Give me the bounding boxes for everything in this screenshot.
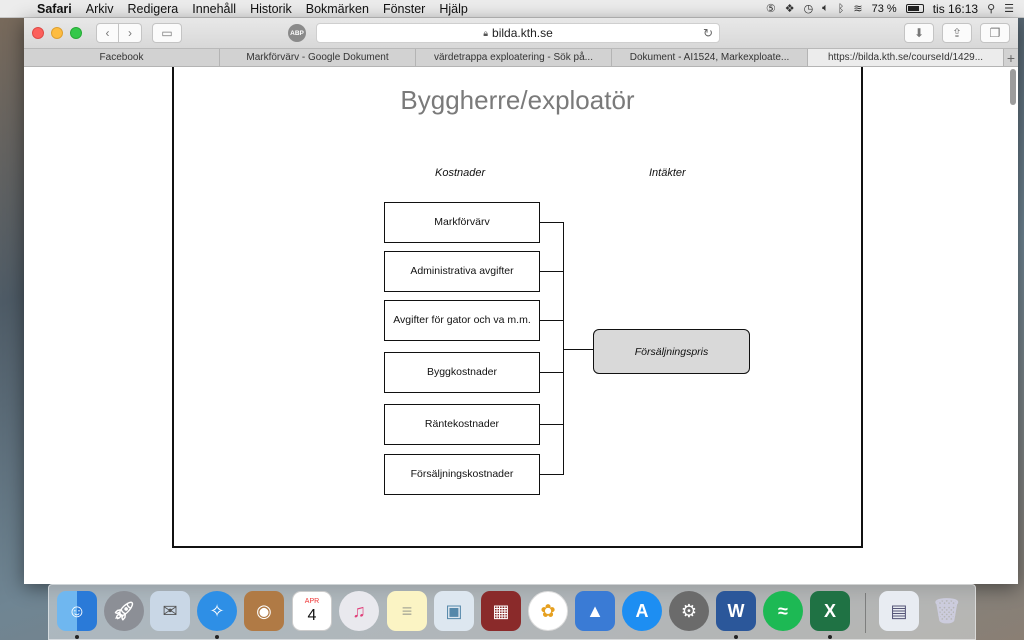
spotlight-search-icon[interactable]: ⚲ (987, 3, 996, 15)
back-button[interactable]: ‹ (96, 23, 119, 43)
tab-bar: Facebook Markförvärv - Google Dokument v… (24, 48, 1018, 67)
address-bar[interactable]: 🔒︎ bilda.kth.se ↻ (316, 23, 720, 43)
calendar-month: APR (304, 597, 320, 605)
slide: Byggherre/exploatör Kostnader Intäkter M… (172, 67, 863, 548)
app-store-icon[interactable]: A (622, 591, 662, 631)
forward-button[interactable]: › (119, 23, 142, 43)
excel-icon[interactable]: X (810, 591, 850, 631)
minimize-window-button[interactable] (51, 27, 63, 39)
notes-icon[interactable]: ≡ (387, 591, 427, 631)
menu-innehall[interactable]: Innehåll (192, 1, 237, 16)
lock-icon: 🔒︎ (483, 27, 489, 38)
tab-bilda-active[interactable]: https://bilda.kth.se/courseId/1429... (808, 49, 1004, 66)
slide-title: Byggherre/exploatör (400, 85, 635, 115)
html5-icon[interactable]: ⑤ (765, 3, 776, 15)
battery-icon[interactable] (905, 4, 924, 13)
connector-to-price (563, 349, 593, 350)
sidebar-toggle-button[interactable]: ▭ (152, 23, 182, 43)
tab-dokument[interactable]: Dokument - AI1524, Markexploate... (612, 49, 808, 66)
trash-icon[interactable]: 🗑︎ (931, 597, 963, 625)
connector-line (540, 222, 564, 223)
safari-icon[interactable]: ✧ (197, 591, 237, 631)
new-tab-button[interactable]: + (1006, 49, 1016, 66)
vertical-connector (563, 222, 564, 475)
tab-facebook[interactable]: Facebook (24, 49, 220, 66)
running-indicator (215, 635, 219, 639)
photo-booth-icon[interactable]: ▦ (481, 591, 521, 631)
menu-arkiv[interactable]: Arkiv (85, 1, 114, 16)
safari-window: ‹ › ▭ ABP 🔒︎ bilda.kth.se ↻ ⬇ ⇪ ❐ Facebo… (24, 18, 1018, 584)
connector-line (540, 372, 564, 373)
dropbox-icon[interactable]: ❖ (784, 3, 795, 15)
downloads-button[interactable]: ⬇ (904, 23, 934, 43)
income-box-forsaljningspris: Försäljningspris (593, 329, 750, 374)
window-controls (32, 27, 82, 39)
cost-box-rantekostnader: Räntekostnader (384, 404, 540, 445)
menu-app-name[interactable]: Safari (37, 1, 72, 16)
toolbar-right: ⬇ ⇪ ❐ (904, 23, 1010, 43)
battery-percent: 73 % (871, 2, 897, 15)
running-indicator (734, 635, 738, 639)
itunes-icon[interactable]: ♫ (339, 591, 379, 631)
bluetooth-icon[interactable]: ᛒ (837, 2, 845, 15)
adblock-icon[interactable]: ABP (288, 24, 306, 42)
costs-label: Kostnader (435, 167, 486, 179)
connector-line (540, 424, 564, 425)
system-preferences-icon[interactable]: ⚙ (669, 591, 709, 631)
vertical-scrollbar[interactable] (1010, 69, 1016, 105)
income-label: Intäkter (649, 167, 686, 179)
menu-fonster[interactable]: Fönster (382, 1, 426, 16)
dock: ☺ 🚀︎ ✉ ✧ ◉ APR 4 ♫ ≡ ▣ ▦ ✿ ▲ A ⚙ W ≈ X ▤… (48, 584, 976, 640)
cost-box-forsaljningskostnader: Försäljningskostnader (384, 454, 540, 495)
menu-hjalp[interactable]: Hjälp (439, 1, 468, 16)
launchpad-icon[interactable]: 🚀︎ (104, 591, 144, 631)
dock-separator (865, 593, 866, 633)
menu-bar: Safari Arkiv Redigera Innehåll Historik … (0, 0, 1024, 18)
browser-toolbar: ‹ › ▭ ABP 🔒︎ bilda.kth.se ↻ ⬇ ⇪ ❐ (24, 18, 1018, 48)
menu-bokmarken[interactable]: Bokmärken (305, 1, 369, 16)
close-window-button[interactable] (32, 27, 44, 39)
cost-box-markforvarv: Markförvärv (384, 202, 540, 243)
reload-icon[interactable]: ↻ (702, 26, 713, 40)
calendar-icon[interactable]: APR 4 (292, 591, 332, 631)
connector-line (540, 320, 564, 321)
zoom-window-button[interactable] (70, 27, 82, 39)
notification-center-icon[interactable]: ☰ (1004, 3, 1014, 15)
tab-overview-button[interactable]: ❐ (980, 23, 1010, 43)
connector-line (540, 271, 564, 272)
cost-box-avgifter-gator: Avgifter för gator och va m.m. (384, 300, 540, 341)
status-area: ⑤ ❖ ◷ 🔈︎ ᛒ ≋ 73 % tis 16:13 ⚲ ☰ (766, 2, 1024, 16)
nav-buttons: ‹ › (96, 23, 142, 43)
wifi-icon[interactable]: ≋ (853, 3, 863, 15)
cost-box-byggkostnader: Byggkostnader (384, 352, 540, 393)
spotify-icon[interactable]: ≈ (763, 591, 803, 631)
time-machine-icon[interactable]: ◷ (803, 3, 814, 15)
finder-icon[interactable]: ☺ (57, 591, 97, 631)
photos-icon[interactable]: ✿ (528, 591, 568, 631)
menu-historik[interactable]: Historik (250, 1, 292, 16)
tab-markforvarv[interactable]: Markförvärv - Google Dokument (220, 49, 416, 66)
share-button[interactable]: ⇪ (942, 23, 972, 43)
mail-icon[interactable]: ✉ (150, 591, 190, 631)
running-indicator (75, 635, 79, 639)
contacts-icon[interactable]: ◉ (244, 591, 284, 631)
clock[interactable]: tis 16:13 (932, 1, 979, 16)
cost-box-administrativa: Administrativa avgifter (384, 251, 540, 292)
running-indicator (828, 635, 832, 639)
volume-icon[interactable]: 🔈︎ (822, 2, 829, 14)
url-text: bilda.kth.se (492, 26, 553, 40)
calendar-day: 4 (307, 606, 317, 624)
menu-redigera[interactable]: Redigera (127, 1, 179, 16)
tab-vardetrappa[interactable]: värdetrappa exploatering - Sök på... (416, 49, 612, 66)
word-icon[interactable]: W (716, 591, 756, 631)
preview-icon[interactable]: ▣ (434, 591, 474, 631)
connector-line (540, 474, 564, 475)
document-stack-icon[interactable]: ▤ (879, 591, 919, 631)
page-content: Byggherre/exploatör Kostnader Intäkter M… (24, 67, 1018, 584)
keynote-icon[interactable]: ▲ (575, 591, 615, 631)
